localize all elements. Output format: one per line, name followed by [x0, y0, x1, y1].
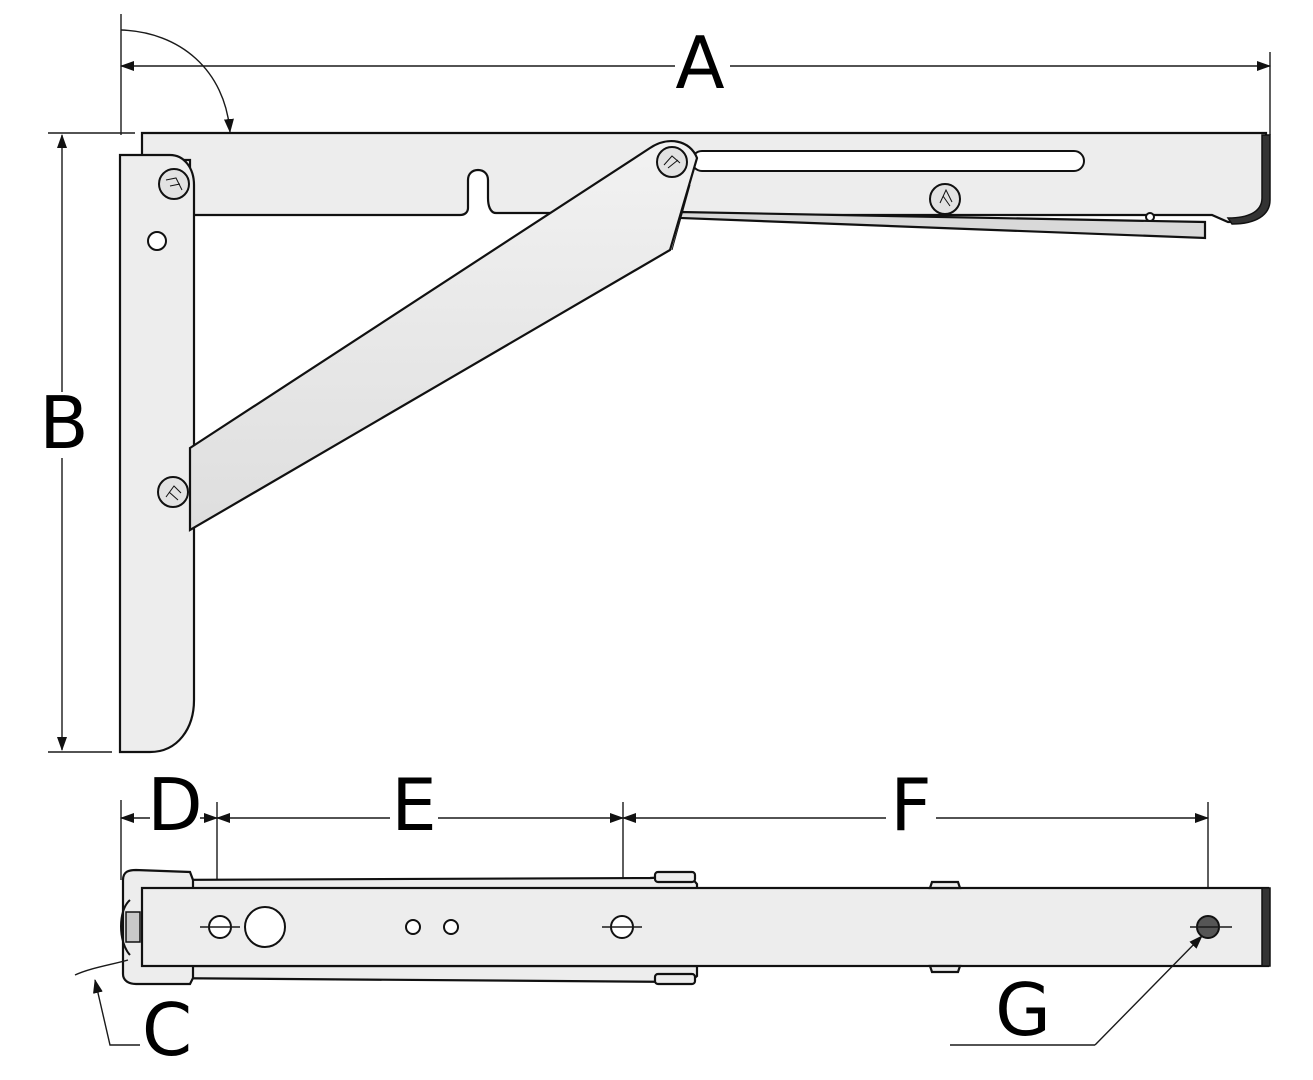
dimension-b: B [39, 132, 135, 753]
label-g: G [995, 968, 1051, 1052]
hole-icon [1190, 915, 1232, 939]
label-a: A [675, 21, 724, 105]
dimension-c: C [74, 959, 192, 1072]
hole-icon [200, 915, 240, 939]
vertical-arm [118, 153, 196, 754]
screw-icon [656, 146, 688, 178]
screw-icon [157, 476, 189, 508]
dimension-a: A [120, 14, 1271, 135]
hole-icon [147, 231, 167, 251]
dimension-g: G [950, 935, 1203, 1052]
diagonal-brace [188, 140, 699, 532]
adjustment-slot [691, 150, 1085, 172]
dimension-d-e-f: D E F [120, 763, 1209, 962]
bottom-bar [120, 868, 1271, 986]
label-d: D [147, 763, 202, 847]
hole-icon [443, 919, 459, 935]
label-c: C [142, 988, 192, 1072]
rotation-arrow [120, 29, 234, 133]
hole-icon [405, 919, 421, 935]
screw-icon [158, 168, 190, 200]
hole-icon [244, 906, 286, 948]
label-f: F [890, 763, 931, 847]
label-e: E [391, 763, 437, 847]
hole-icon [602, 915, 642, 939]
screw-icon [929, 183, 961, 215]
top-arm [140, 131, 1271, 240]
label-b: B [39, 381, 88, 465]
